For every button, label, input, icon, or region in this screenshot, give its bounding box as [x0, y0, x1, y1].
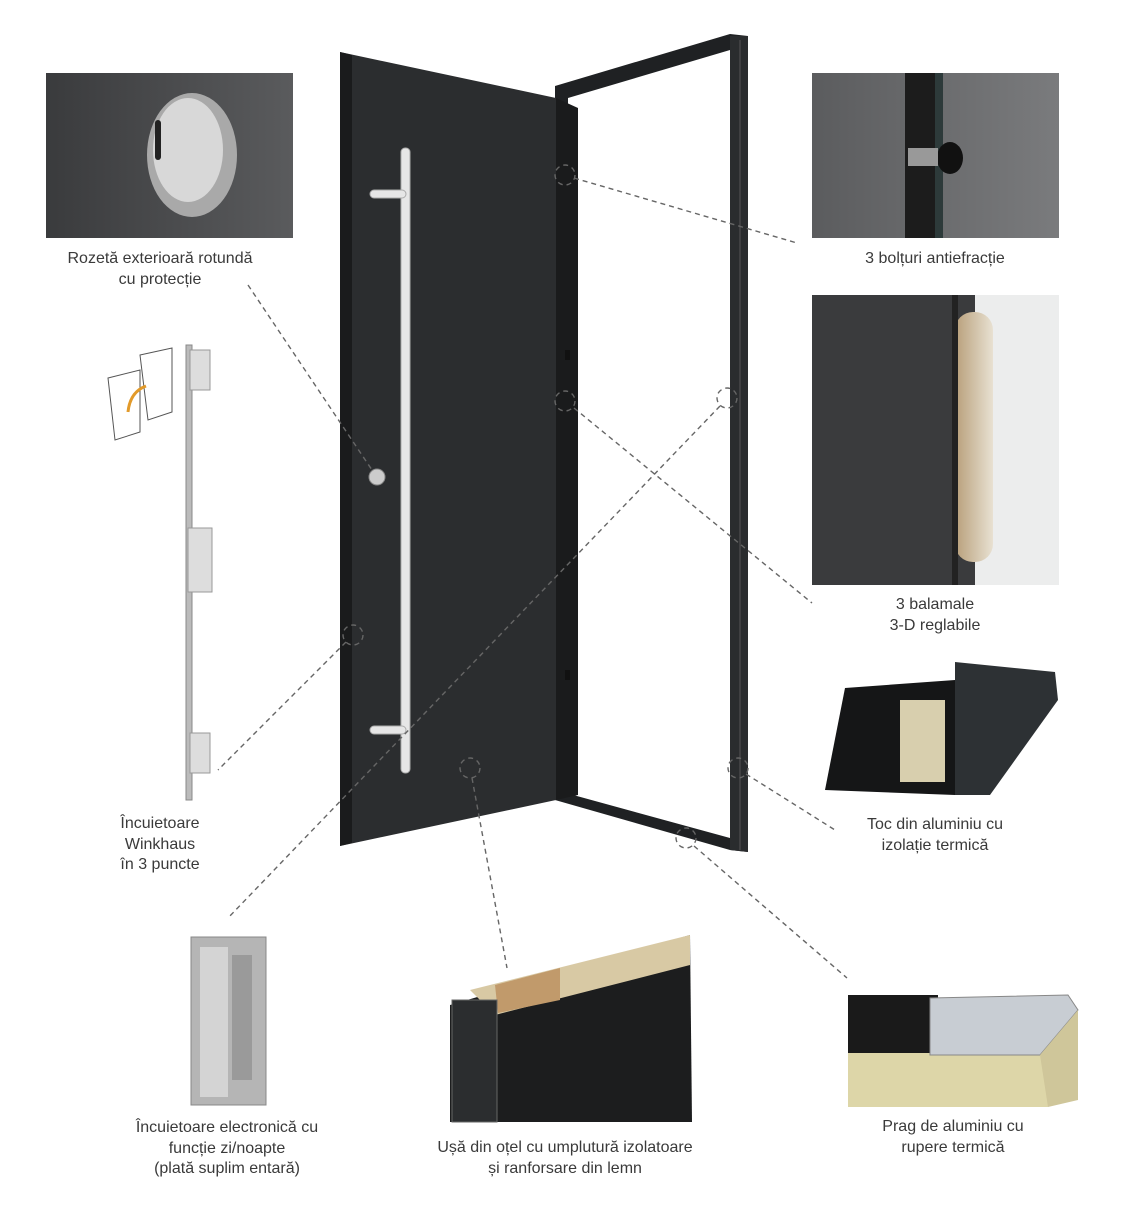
label-line: izolație termică: [881, 836, 989, 854]
photo-frame-profile: [825, 662, 1058, 795]
label-line: rupere termică: [901, 1138, 1005, 1156]
label-rosette: Rozetă exterioară rotundă cu protecție: [68, 249, 253, 290]
label-line: 3 bolțuri antiefracție: [865, 250, 1005, 267]
label-hinges: 3 balamale 3-D reglabile: [890, 595, 981, 636]
label-line: în 3 puncte: [120, 856, 200, 873]
label-threshold: Prag de aluminiu cu rupere termică: [882, 1117, 1023, 1158]
label-winkhaus: Încuietoare Winkhaus în 3 puncte: [120, 814, 199, 876]
label-bolts: 3 bolțuri antiefracție: [865, 249, 1005, 270]
label-line: Încuietoare electronică cu: [135, 1119, 319, 1136]
label-line: 3 balamale: [895, 596, 975, 613]
door-leaf: [340, 52, 578, 846]
label-line: cu protecție: [118, 270, 202, 288]
label-line: și ranforsare din lemn: [488, 1159, 642, 1177]
photo-door-section: [450, 935, 692, 1123]
bar-handle: [369, 147, 411, 774]
label-electronic-lock: Încuietoare electronică cu funcție zi/no…: [136, 1118, 318, 1180]
photo-electronic-lock: [190, 936, 267, 1106]
label-line: funcție zi/noapte: [168, 1139, 286, 1157]
label-line: (plată suplim entară): [154, 1160, 300, 1177]
label-line: Toc din aluminiu cu: [866, 816, 1004, 833]
label-line: Prag de aluminiu cu: [882, 1118, 1024, 1135]
label-line: Ușă din oțel cu umplutură izolatoare: [437, 1139, 693, 1156]
label-door-section: Ușă din oțel cu umplutură izolatoare și …: [437, 1138, 692, 1179]
callout-lines: [217, 164, 848, 979]
photo-hinges: [812, 295, 1059, 585]
door-rosette: [368, 468, 386, 486]
door-frame: [555, 34, 748, 852]
label-line: Winkhaus: [124, 835, 196, 853]
photo-threshold: [848, 994, 1079, 1107]
label-line: Rozetă exterioară rotundă: [67, 250, 253, 267]
label-frame: Toc din aluminiu cu izolație termică: [867, 815, 1003, 856]
photo-multipoint-lock: [107, 344, 213, 801]
photo-rosette: [46, 73, 293, 238]
photo-bolts: [812, 73, 1059, 238]
label-line: 3-D reglabile: [889, 616, 981, 634]
label-line: Încuietoare: [120, 815, 200, 832]
